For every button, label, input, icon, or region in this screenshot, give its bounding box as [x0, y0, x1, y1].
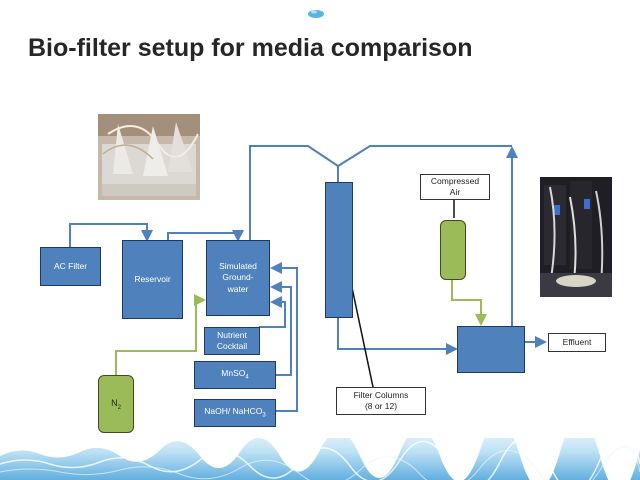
air-to-mixer-line	[451, 280, 487, 326]
compressed-air-cylinder	[440, 220, 466, 280]
mnso4-box: MnSO4	[194, 361, 276, 389]
nutrient-to-groundwater-line	[259, 296, 286, 328]
slide-title: Bio-filter setup for media comparison	[28, 34, 473, 62]
filter-columns-label-line2: (8 or 12)	[364, 401, 398, 411]
reservoir-to-groundwater-line	[167, 230, 244, 243]
drop-logo-icon	[306, 6, 326, 24]
setup-photo-right	[540, 177, 612, 297]
column-to-mixer-line	[337, 318, 458, 355]
compressed-air-label-line1: Compressed	[430, 175, 480, 186]
mixer-box	[457, 326, 525, 373]
simulated-groundwater-label-line1: Simulated	[219, 261, 257, 272]
reservoir-label: Reservoir	[134, 273, 171, 284]
nutrient-cocktail-label-line1: Nutrient	[217, 329, 247, 340]
simulated-groundwater-label-line3: water	[227, 283, 249, 294]
n2-to-groundwater-line	[115, 294, 206, 375]
simulated-groundwater-label-line2: Ground-	[222, 272, 254, 283]
effluent-box: Effluent	[548, 333, 606, 352]
compressed-air-label-line2: Air	[449, 187, 461, 197]
setup-photo-left	[98, 114, 200, 200]
filter-column-box	[325, 182, 353, 318]
simulated-groundwater-box: Simulated Ground- water	[206, 240, 270, 316]
naoh-nahco3-label: NaOH/ NaHCO3	[204, 405, 266, 419]
effluent-label: Effluent	[562, 336, 592, 347]
naoh-to-groundwater-line	[270, 262, 298, 412]
reservoir-box: Reservoir	[122, 240, 183, 319]
naoh-nahco3-box: NaOH/ NaHCO3	[194, 399, 276, 427]
water-wave-decoration	[0, 438, 640, 480]
filter-columns-label-box: Filter Columns (8 or 12)	[336, 387, 426, 415]
mnso4-to-groundwater-line	[270, 281, 292, 376]
ac-filter-label: AC Filter	[53, 260, 88, 271]
n2-label: N2	[111, 397, 121, 411]
compressed-air-label-box: Compressed Air	[420, 174, 490, 200]
n2-cylinder: N2	[98, 375, 134, 433]
ac-filter-box: AC Filter	[40, 247, 101, 286]
filter-columns-label-line1: Filter Columns	[353, 389, 409, 400]
groundwater-to-manifold-line	[249, 145, 512, 242]
nutrient-cocktail-label-line2: Cocktail	[216, 341, 248, 351]
mnso4-label: MnSO4	[221, 367, 249, 381]
nutrient-cocktail-box: Nutrient Cocktail	[204, 327, 260, 355]
ac-to-reservoir-line	[69, 223, 153, 247]
